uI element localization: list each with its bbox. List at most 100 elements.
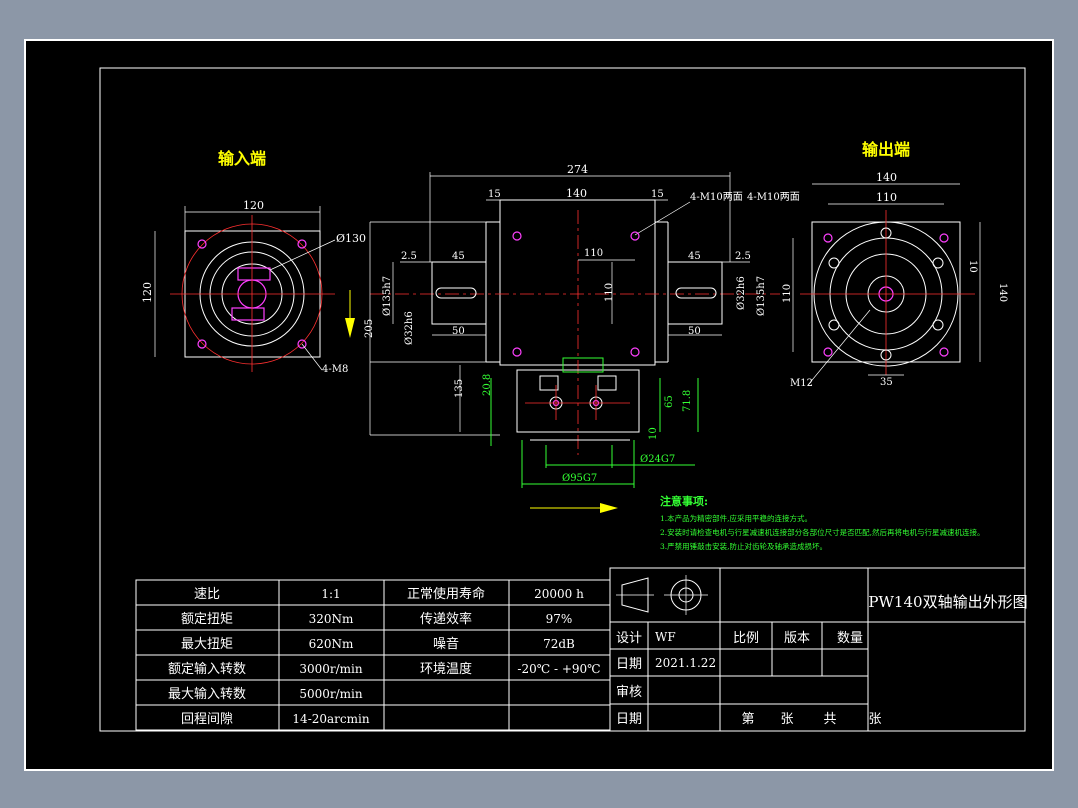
dim-left-2-5: 2.5 (401, 251, 417, 262)
dim-right-45: 45 (688, 251, 701, 262)
designer: WF (655, 630, 676, 644)
dim-output-v110: 110 (782, 284, 793, 303)
output-bolt-icon (828, 319, 840, 331)
housing-hole-icon (630, 231, 640, 241)
note-m10-right: 4-M10两面 (747, 192, 800, 203)
front-view: 274 15 140 15 4-M10两面 4-M10两面 205 Ø135h7… (364, 163, 800, 513)
dim-left-dia32: Ø32h6 (404, 311, 415, 345)
output-hole-icon (823, 347, 833, 357)
dim-center-110: 110 (584, 248, 603, 259)
input-hole-icon (297, 339, 307, 349)
dim-green-dia95: Ø95G7 (562, 473, 597, 484)
spec-label: 正常使用寿命 (407, 586, 485, 602)
output-bolt-icon (880, 227, 892, 239)
dim-mid-140: 140 (566, 187, 587, 200)
input-end-view: 输入端 120 120 Ø130 4-M8 (141, 149, 366, 375)
input-hole-icon (197, 239, 207, 249)
spec-label: 额定输入转数 (168, 661, 246, 677)
spec-label: 最大扭矩 (181, 637, 233, 652)
output-bolt-icon (828, 257, 840, 269)
output-hole-icon (939, 233, 949, 243)
spec-label: 额定扭矩 (181, 612, 233, 627)
dim-output-v140: 140 (997, 283, 1008, 302)
housing-hole-icon (630, 347, 640, 357)
dim-green-20-8: 20.8 (482, 374, 493, 396)
input-clamp-bottom (231, 307, 265, 321)
spec-label: 环境温度 (420, 661, 472, 677)
note-item-1: 1.本产品为精密部件,应采用平稳的连接方式。 (660, 513, 812, 523)
dim-green-dia24: Ø24G7 (640, 454, 675, 465)
input-clamp-top (237, 267, 271, 281)
sheet-no-c: 共 (823, 712, 836, 727)
dim-total-length: 274 (567, 163, 588, 176)
output-hole-icon (939, 347, 949, 357)
dim-left-15: 15 (488, 189, 501, 200)
input-hole-icon (197, 339, 207, 349)
sheet-background (24, 39, 1054, 771)
dim-input-holes: 4-M8 (322, 364, 348, 375)
dim-right-2-5: 2.5 (735, 251, 751, 262)
spec-label: 传递效率 (420, 611, 472, 627)
qty-label: 数量 (837, 631, 863, 646)
dim-green-71-8: 71.8 (682, 390, 693, 412)
spec-value: -20℃ - +90℃ (517, 662, 600, 676)
dim-left-45: 45 (452, 251, 465, 262)
arrow-icon (345, 318, 355, 338)
spec-value: 320Nm (309, 612, 354, 626)
output-bolt-icon (880, 349, 892, 361)
date-value: 2021.1.22 (655, 656, 716, 670)
housing-hole-icon (512, 231, 522, 241)
sheet-no-a: 第 (741, 712, 754, 727)
spec-table: 速比 1:1 正常使用寿命 20000 h 额定扭矩 320Nm 传递效率 97… (135, 579, 611, 731)
dim-input-dia: Ø130 (336, 232, 366, 245)
dim-green-10: 10 (648, 427, 659, 440)
dim-output-10: 10 (967, 260, 978, 273)
dim-output-140: 140 (876, 171, 897, 184)
notes-title: 注意事项: (660, 494, 708, 508)
sheet-no-d: 张 (868, 712, 881, 727)
spec-value: 20000 h (534, 587, 584, 601)
output-view-title: 输出端 (862, 140, 910, 159)
input-view-title: 输入端 (218, 149, 266, 168)
design-label: 设计 (616, 631, 642, 646)
projection-symbol-icon (616, 575, 708, 615)
date-label: 日期 (616, 657, 642, 672)
dim-left-50: 50 (452, 326, 465, 337)
note-item-3: 3.严禁用锤敲击安装,防止对齿轮及轴承造成损坏。 (660, 541, 827, 551)
output-end-view: 输出端 140 110 110 140 10 35 M12 (782, 140, 1008, 389)
note-item-2: 2.安装时请检查电机与行星减速机连接部分各部位尺寸是否匹配,然后再将电机与行星减… (660, 527, 985, 537)
sheet-no-b: 张 (780, 712, 793, 727)
dim-input-height: 120 (141, 282, 154, 303)
dim-right-dia135: Ø135h7 (756, 276, 767, 316)
dim-right-15: 15 (651, 189, 664, 200)
note-m10-left: 4-M10两面 (690, 192, 743, 203)
drawing-frame (99, 67, 1026, 732)
dim-output-35: 35 (880, 377, 893, 388)
dim-output-110: 110 (876, 191, 897, 204)
dim-height-205: 205 (364, 319, 375, 338)
spec-label: 最大输入转数 (168, 686, 246, 702)
output-hole-icon (823, 233, 833, 243)
dim-green-65: 65 (664, 395, 675, 408)
scale-label: 比例 (733, 631, 759, 646)
title-block: PW140双轴输出外形图 设计 WF 比例 版本 数量 日期 2021.1.22… (609, 567, 1028, 732)
date2-label: 日期 (616, 712, 642, 727)
spec-label: 回程间隙 (181, 712, 233, 727)
output-bolt-icon (932, 319, 944, 331)
spec-value: 72dB (543, 637, 575, 651)
spec-value: 620Nm (309, 637, 354, 651)
dim-input-width: 120 (243, 199, 264, 212)
drawing-title: PW140双轴输出外形图 (868, 593, 1027, 611)
arrow-icon (600, 503, 618, 513)
left-output-shaft (431, 261, 487, 325)
dim-right-dia32: Ø32h6 (736, 276, 747, 310)
notes-block: 注意事项: 1.本产品为精密部件,应采用平稳的连接方式。 2.安装时请检查电机与… (660, 494, 985, 551)
spec-value: 14-20arcmin (292, 712, 369, 726)
version-label: 版本 (784, 631, 810, 646)
dim-output-m12: M12 (790, 378, 813, 389)
spec-value: 1:1 (321, 587, 340, 601)
dim-left-dia135: Ø135h7 (382, 276, 393, 316)
output-bolt-icon (932, 257, 944, 269)
spec-value: 97% (546, 612, 573, 626)
